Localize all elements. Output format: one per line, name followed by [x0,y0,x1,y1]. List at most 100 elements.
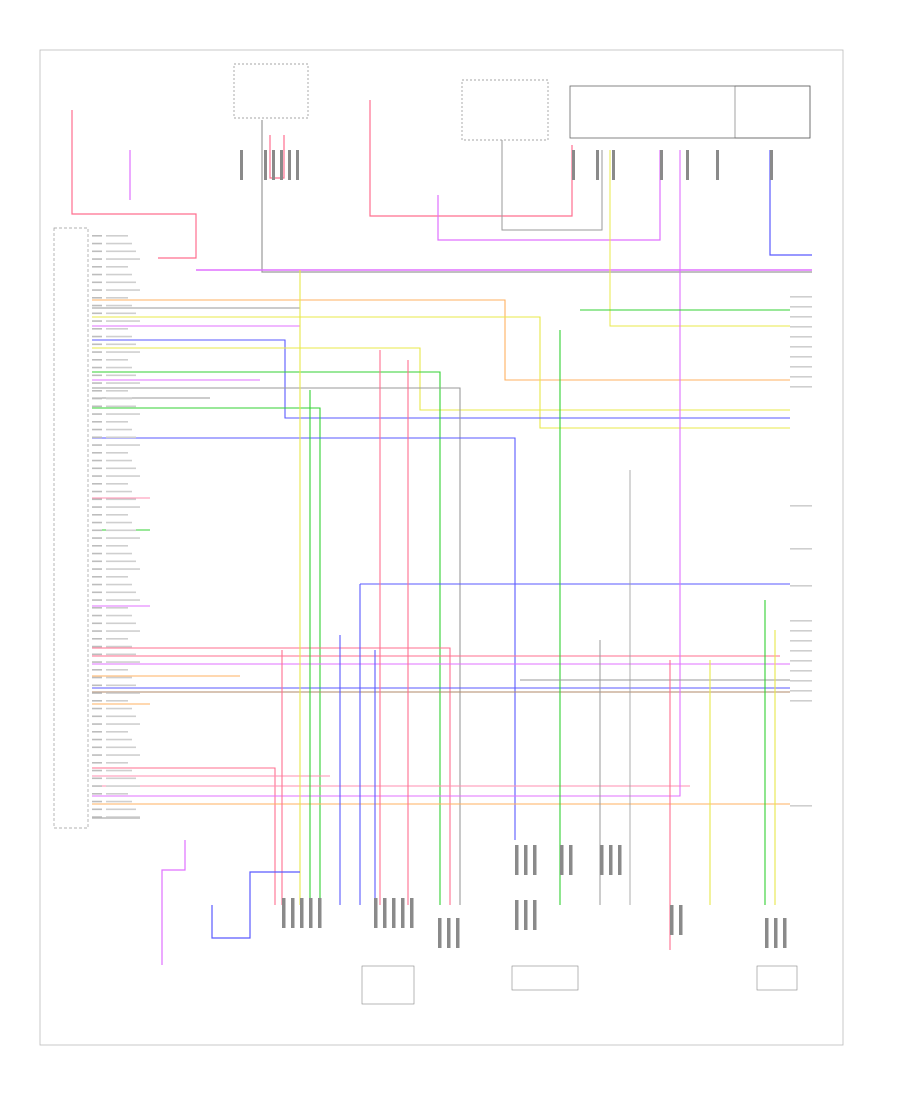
pin-label-bar [106,599,140,601]
pin-label-bar [106,289,140,291]
pin-stub [92,560,102,563]
pin-label-bar [106,304,132,307]
connector-pin [438,918,442,948]
pin-stub [92,545,102,547]
ref-wire [609,150,790,327]
actuator-box [511,965,579,991]
pin-stub [92,328,102,330]
pin-stub [92,661,102,663]
pin-stub [92,583,102,586]
pin-label-bar [106,816,140,818]
pin-label-bar [790,680,812,682]
connector-pin [383,898,387,928]
pin-label-bar [106,707,132,710]
connector-pin [240,150,243,180]
connector-pin [374,898,378,928]
pin-stub [92,382,102,384]
connector-pin [686,150,689,180]
pin-stub [92,359,102,361]
pin-label-bar [106,490,132,493]
pin-stub [92,754,102,756]
harness-wire [92,387,461,905]
connector-pin [280,150,283,180]
pin-stub [92,630,102,632]
pin-label-bar [106,769,132,772]
pin-label-bar [106,374,136,377]
pin-stub [92,421,102,423]
pin-stub [92,490,102,493]
pin-label-bar [106,242,132,245]
pin-stub [92,762,102,764]
pin-label-bar [106,793,128,795]
pin-stub [92,793,102,795]
pin-label-bar [106,731,128,733]
pin-label-bar [106,366,132,369]
pin-label-layer [92,235,812,818]
pin-stub [92,692,102,694]
pin-stub [92,320,102,322]
can-wire [769,150,812,256]
connector-pin [765,918,769,948]
pin-label-bar [790,805,812,807]
connector-pin [609,845,613,875]
pin-stub [92,715,102,718]
pin-label-bar [106,723,140,725]
pin-stub [92,514,102,516]
pin-stub [92,335,102,338]
pin-label-bar [106,669,128,671]
pin-label-bar [106,630,140,632]
connector-pin [300,898,304,928]
pin-stub [92,444,102,446]
pin-label-bar [106,545,128,547]
connector-pin [447,918,451,948]
pin-stub [92,676,102,679]
pin-stub [92,366,102,369]
pin-label-bar [106,692,140,694]
pin-label-bar [106,777,136,780]
pin-stub [92,800,102,803]
pin-label-bar [106,568,140,570]
connector-pin [596,150,599,180]
harness-wire [92,316,790,429]
pin-label-bar [790,640,812,642]
pin-stub [92,297,102,299]
pin-label-bar [106,413,140,415]
pin-label-bar [106,258,140,260]
pin-label-bar [106,676,132,679]
pin-label-bar [106,560,136,563]
pin-label-bar [106,506,140,508]
connector-pin [560,845,564,875]
power-feed-wire [71,110,197,259]
pin-label-bar [106,738,132,741]
connector-pin [272,150,275,180]
pin-stub [92,351,102,353]
harness-wire [92,339,790,419]
pin-label-bar [106,514,128,516]
pin-stub [92,452,102,454]
pin-stub [92,413,102,415]
junction-box [569,85,811,139]
pin-label-bar [106,444,140,446]
pin-stub [92,242,102,245]
control-module-block [53,227,89,829]
connector-pin [533,845,537,875]
connector-pin [569,845,573,875]
pin-stub [92,777,102,780]
harness-wire [92,767,276,905]
wire-layer [71,100,812,965]
pin-stub [92,568,102,570]
pin-label-bar [106,622,136,625]
pin-stub [92,312,102,315]
pin-stub [92,622,102,625]
connector-pin [524,845,528,875]
pin-label-bar [790,700,812,702]
connector-pin [774,918,778,948]
pin-label-bar [106,800,132,803]
pin-stub [92,746,102,749]
pin-stub [92,374,102,377]
pin-label-bar [106,754,140,756]
connector-pin [401,898,405,928]
connector-pin [309,898,313,928]
pin-stub [92,785,102,787]
